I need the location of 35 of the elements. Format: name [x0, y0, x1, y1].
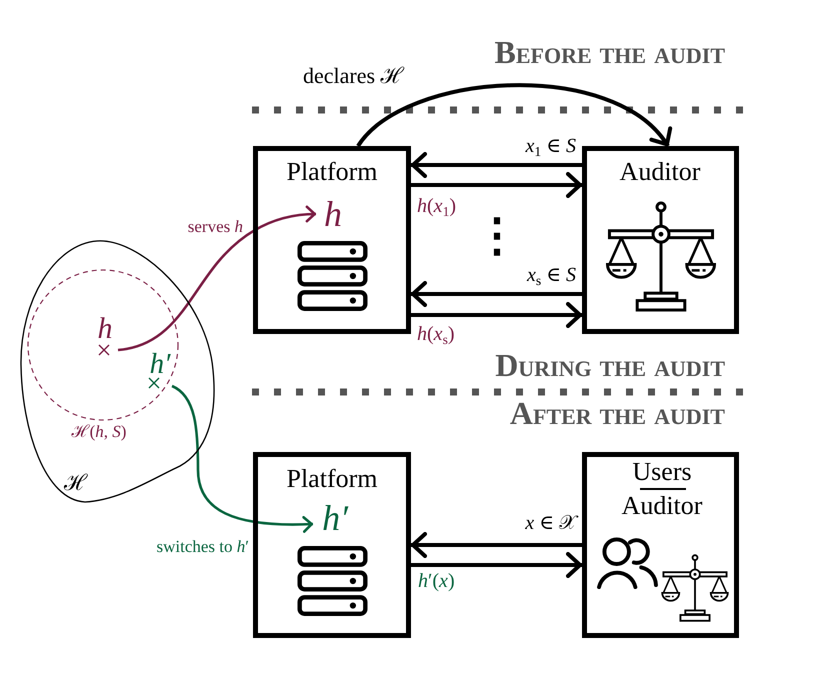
- curved-arrow: [171, 384, 314, 533]
- edge-label: x$_{s}$ ∈ S: [527, 265, 576, 285]
- vertical-ellipsis: ⋮: [474, 212, 520, 258]
- curved-arrow: [118, 206, 316, 352]
- arrow: [411, 281, 582, 307]
- arrow: [411, 152, 582, 178]
- math-symbol: h: [324, 196, 342, 232]
- box-title: Users: [632, 459, 692, 485]
- process-box: [253, 146, 411, 334]
- process-box: [582, 452, 739, 638]
- edge-label: h(x$_{s}$): [417, 324, 455, 344]
- box-title: Platform: [286, 159, 378, 185]
- edge-label: x$_{1}$ ∈ S: [526, 136, 576, 156]
- edge-label: h′(x): [418, 571, 455, 591]
- process-box: [582, 146, 739, 334]
- math-symbol: h′: [322, 500, 348, 536]
- edge-label: h(x$_{1}$): [417, 196, 456, 216]
- box-title: Auditor: [622, 493, 702, 519]
- box-title: Platform: [286, 466, 378, 492]
- section-heading: During the audit: [495, 349, 725, 381]
- arrow: [411, 172, 582, 198]
- set-label: ℋ(h, S): [72, 423, 126, 440]
- box-title: Auditor: [620, 159, 700, 185]
- arrow: [411, 552, 582, 578]
- math-symbol: h: [98, 314, 112, 344]
- process-box: [253, 452, 411, 638]
- arrow: [411, 302, 582, 328]
- edge-label: serves h: [188, 218, 243, 235]
- section-heading: After the audit: [510, 397, 725, 429]
- edge-label: switches to h′: [156, 538, 249, 555]
- curved-arrow: [356, 83, 670, 148]
- arrow: [411, 532, 582, 558]
- section-heading: Before the audit: [494, 36, 725, 68]
- set-label: ℋ: [64, 472, 87, 494]
- math-symbol: h′: [150, 350, 170, 379]
